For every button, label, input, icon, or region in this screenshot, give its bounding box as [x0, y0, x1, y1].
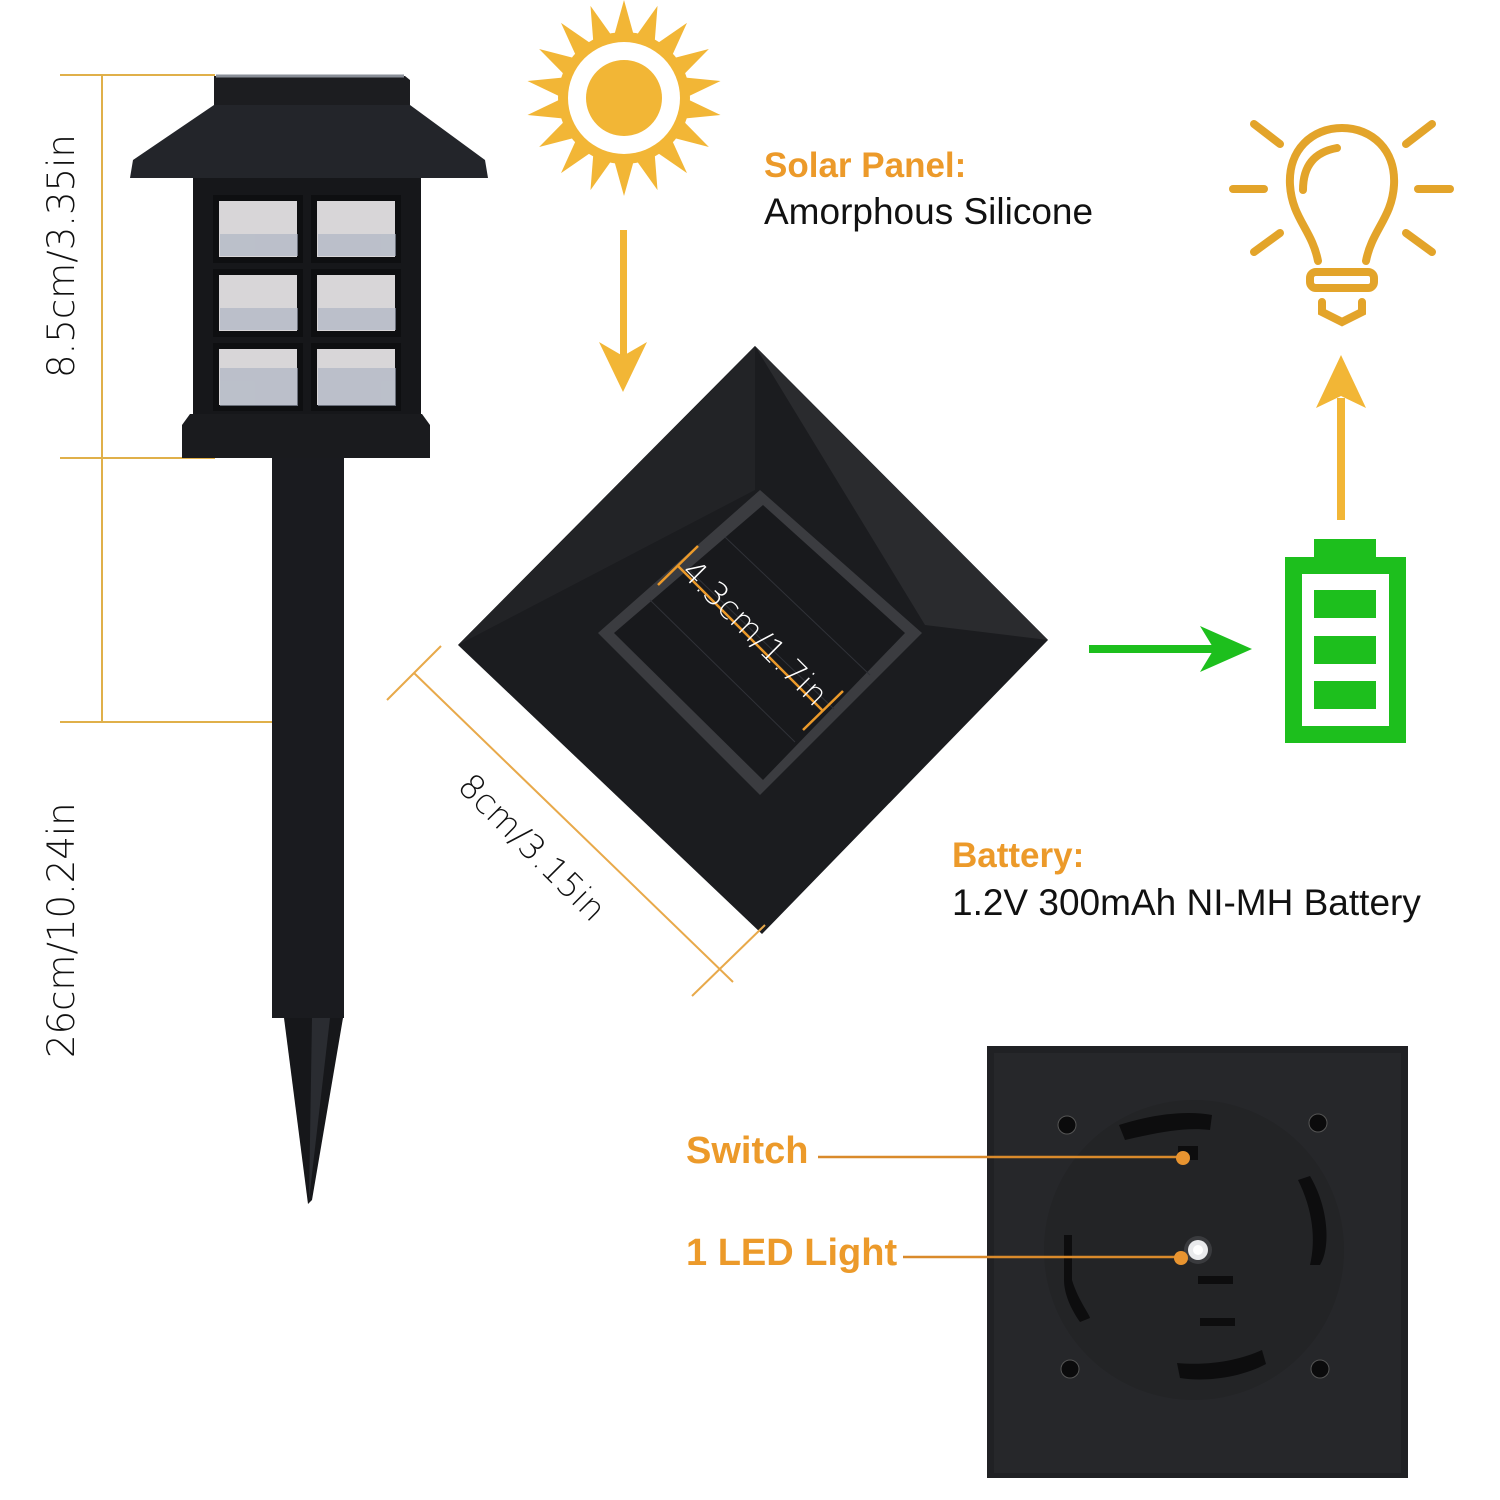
- lantern-height-label: 8.5cm/3.35in: [40, 134, 83, 378]
- solar-lantern-product: [130, 74, 488, 1204]
- callout-lines: [818, 1151, 1190, 1265]
- sun-icon: [525, 0, 723, 196]
- arrow-down-icon: [599, 230, 647, 392]
- solar-panel-value: Amorphous Silicone: [764, 191, 1094, 232]
- solar-panel-spec: Solar Panel: Amorphous Silicone: [764, 144, 1093, 236]
- bottom-view-product: [987, 1046, 1408, 1478]
- width-dimension-lines: [386, 645, 766, 997]
- height-dimension-lines: [60, 74, 310, 723]
- switch-callout-label: Switch: [686, 1130, 809, 1172]
- arrow-up-icon: [1316, 355, 1366, 520]
- total-height-label: 26cm/10.24in: [40, 802, 83, 1058]
- battery-value: 1.2V 300mAh NI-MH Battery: [952, 882, 1421, 923]
- battery-title: Battery:: [952, 836, 1085, 875]
- solar-panel-title: Solar Panel:: [764, 146, 967, 185]
- led-callout-label: 1 LED Light: [686, 1232, 898, 1274]
- battery-full-icon: [1285, 539, 1406, 743]
- light-bulb-icon: [1229, 120, 1454, 327]
- battery-spec: Battery: 1.2V 300mAh NI-MH Battery: [952, 834, 1421, 928]
- arrow-right-icon: [1089, 626, 1252, 672]
- panel-dimension-lines: [657, 545, 844, 731]
